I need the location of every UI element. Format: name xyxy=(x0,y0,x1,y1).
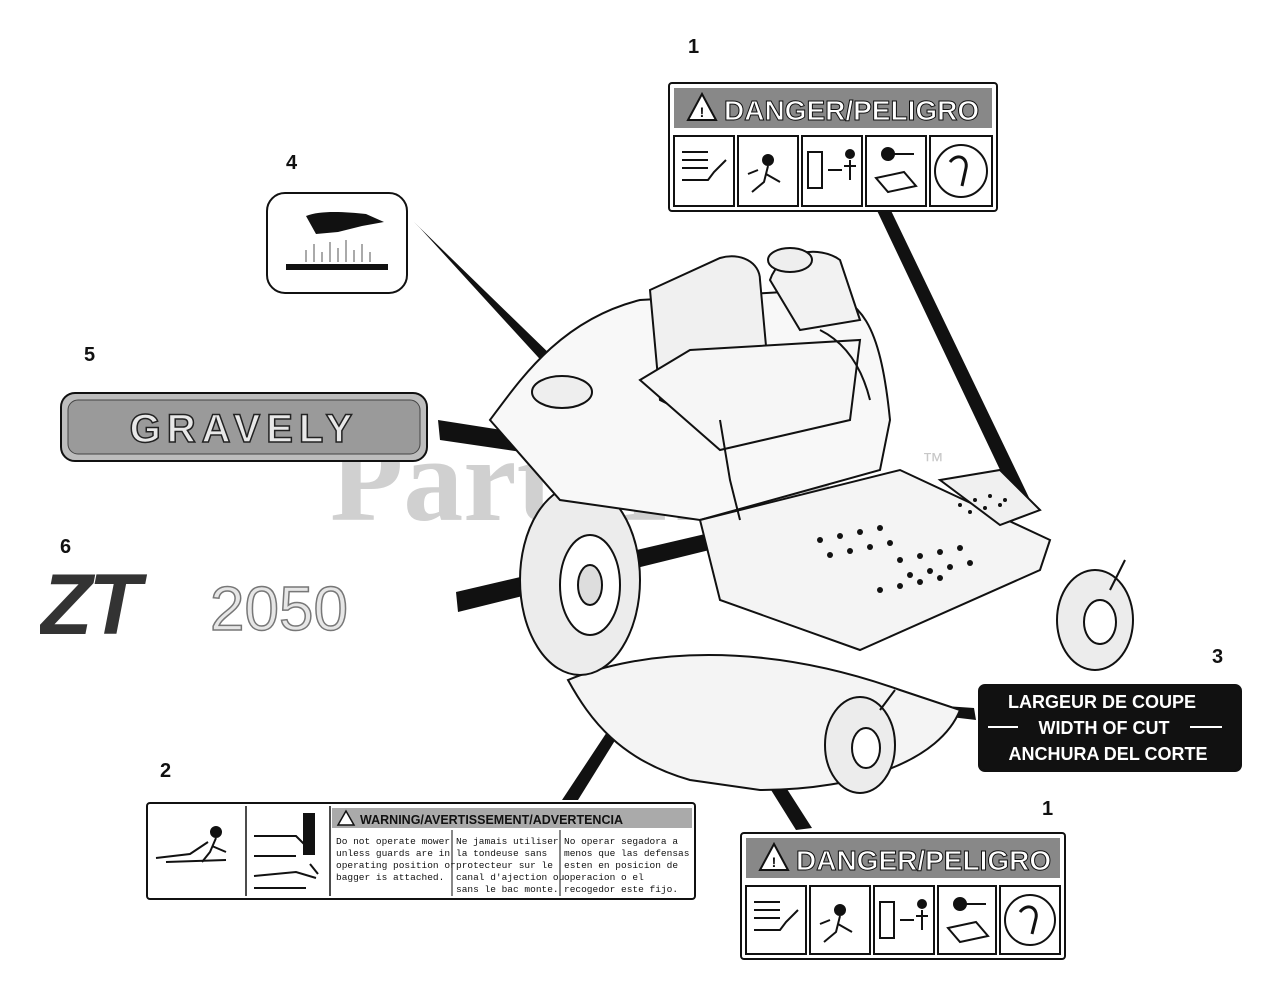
warning-fr-line-4: canal d'ajection ou xyxy=(456,872,564,883)
warning-decal: WARNING/AVERTISSEMENT/ADVERTENCIA Do not… xyxy=(146,802,696,900)
warning-en-line-4: bagger is attached. xyxy=(336,872,444,883)
warning-en-line-3: operating position or xyxy=(336,860,456,871)
width-of-cut-decal: LARGEUR DE COUPE WIDTH OF CUT ANCHURA DE… xyxy=(978,684,1242,772)
warning-es-line-3: esten en posicion de xyxy=(564,860,678,871)
warning-en-line-2: unless guards are in xyxy=(336,848,450,859)
thrown-objects-icon xyxy=(737,135,799,207)
warning-fr-line-5: sans le bac monte. xyxy=(456,884,559,895)
callout-5: 5 xyxy=(84,344,96,366)
model-prefix: ZT xyxy=(40,568,148,640)
svg-text:!: ! xyxy=(700,104,705,120)
callout-3: 3 xyxy=(1212,646,1224,668)
callout-1-bottom: 1 xyxy=(1042,798,1054,820)
brand-logo-text: GRAVELY xyxy=(130,407,359,451)
leader-line-4 xyxy=(414,222,556,368)
leader-line-1-top xyxy=(872,196,1034,512)
read-manual-icon xyxy=(745,885,807,955)
foot-hazard-icon xyxy=(929,135,993,207)
danger-header: DANGER/PELIGRO xyxy=(724,95,979,126)
remove-key-icon xyxy=(937,885,997,955)
callout-4: 4 xyxy=(286,152,298,174)
remove-key-icon xyxy=(865,135,927,207)
warning-es-line-2: menos que las defensas xyxy=(564,848,689,859)
warning-en-line-1: Do not operate mower xyxy=(336,836,450,847)
svg-text:!: ! xyxy=(772,854,777,870)
width-line-es: ANCHURA DEL CORTE xyxy=(1008,744,1207,764)
hot-surface-decal xyxy=(266,192,408,294)
warning-header: WARNING/AVERTISSEMENT/ADVERTENCIA xyxy=(360,813,623,827)
warning-es-line-5: recogedor este fijo. xyxy=(564,884,678,895)
warning-fr-line-3: protecteur sur le xyxy=(456,860,553,871)
callout-2: 2 xyxy=(160,760,172,782)
warning-fr-line-2: la tondeuse sans xyxy=(456,848,547,859)
width-line-en: WIDTH OF CUT xyxy=(1039,718,1170,738)
mower-body xyxy=(488,247,1134,794)
read-manual-icon xyxy=(673,135,735,207)
thrown-objects-icon xyxy=(155,826,227,863)
brand-logo-decal: GRAVELY xyxy=(60,392,428,462)
foot-hazard-icon xyxy=(999,885,1061,955)
callout-6: 6 xyxy=(60,536,72,558)
guard-position-icon xyxy=(253,813,319,889)
callout-1-top: 1 xyxy=(688,36,700,58)
platform-holes xyxy=(817,494,1007,593)
alert-icon xyxy=(336,809,356,826)
danger-header: DANGER/PELIGRO xyxy=(796,845,1051,876)
danger-decal-top: ! DANGER/PELIGRO xyxy=(668,82,998,212)
watermark-mark: ™ xyxy=(922,448,944,473)
danger-decal-bottom: ! DANGER/PELIGRO xyxy=(740,832,1066,960)
model-decal: ZT 2050 xyxy=(40,568,349,640)
alert-icon xyxy=(758,841,790,871)
warning-fr-line-1: Ne jamais utiliser xyxy=(456,836,559,847)
alert-icon xyxy=(686,91,718,121)
width-line-fr: LARGEUR DE COUPE xyxy=(1008,692,1196,712)
model-number: 2050 xyxy=(210,575,348,640)
warning-es-line-4: operacion o el xyxy=(564,872,644,883)
hot-surface-hand-icon xyxy=(306,212,384,234)
warning-es-line-1: No operar segadora a xyxy=(564,836,678,847)
